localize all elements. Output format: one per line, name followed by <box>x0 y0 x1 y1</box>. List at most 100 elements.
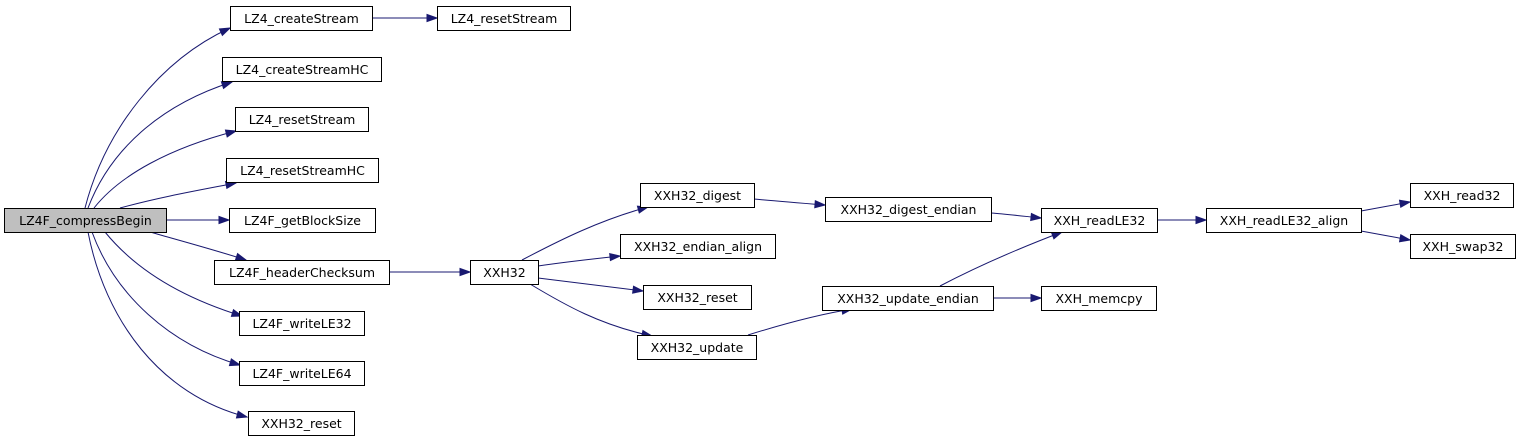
node-lz4-resetstream-b[interactable]: LZ4_resetStream <box>235 107 369 132</box>
node-xxh32-endian-align[interactable]: XXH32_endian_align <box>620 234 776 259</box>
node-label: LZ4_createStreamHC <box>236 62 369 77</box>
node-label: LZ4_resetStreamHC <box>240 163 365 178</box>
node-lz4f-headerchecksum[interactable]: LZ4F_headerChecksum <box>214 260 390 285</box>
node-label: LZ4F_writeLE32 <box>252 316 351 331</box>
node-label: XXH_memcpy <box>1055 291 1143 306</box>
edge-line <box>91 231 241 366</box>
node-label: XXH32 <box>483 265 525 280</box>
arrowhead-icon <box>814 199 827 209</box>
node-label: XXH_readLE32 <box>1054 213 1146 228</box>
node-box[interactable] <box>214 260 390 285</box>
node-xxh-readle32-align[interactable]: XXH_readLE32_align <box>1206 208 1362 233</box>
edge-xxh_readle32_align-to-xxh_read32 <box>1360 199 1412 212</box>
node-box[interactable] <box>822 286 994 311</box>
edge-line <box>537 255 621 267</box>
edge-xxh32_update_endian-to-xxh_memcpy <box>993 293 1043 303</box>
node-lz4-createstream[interactable]: LZ4_createStream <box>230 6 373 31</box>
node-xxh32-update[interactable]: XXH32_update <box>637 335 757 360</box>
node-label: LZ4_resetStream <box>451 11 558 26</box>
node-label: XXH_read32 <box>1424 188 1501 203</box>
node-lz4-resetstream-a[interactable]: LZ4_resetStream <box>437 6 571 31</box>
node-box[interactable] <box>1041 286 1157 311</box>
edge-line <box>753 198 826 206</box>
arrowhead-icon <box>1030 212 1043 222</box>
node-box[interactable] <box>4 208 167 233</box>
edge-xxh32_digest_endian-to-xxh_readle32 <box>990 212 1043 222</box>
node-box[interactable] <box>470 260 539 285</box>
node-label: LZ4F_compressBegin <box>19 213 152 228</box>
node-xxh32-digest-endian[interactable]: XXH32_digest_endian <box>825 197 992 222</box>
edge-line <box>84 27 231 209</box>
node-box[interactable] <box>1410 234 1516 259</box>
node-xxh-read32[interactable]: XXH_read32 <box>1410 183 1514 208</box>
edge-xxh_readle32-to-xxh_readle32_align <box>1157 215 1208 225</box>
node-lz4f-getblocksize[interactable]: LZ4F_getBlockSize <box>229 208 376 233</box>
node-box[interactable] <box>643 285 752 310</box>
edge-line <box>537 277 644 292</box>
edge-lz4_createstream-to-lz4_resetstream_a <box>372 13 439 23</box>
node-box[interactable] <box>437 6 571 31</box>
arrowhead-icon <box>228 358 242 367</box>
arrowhead-icon <box>632 285 645 294</box>
node-box[interactable] <box>1410 183 1514 208</box>
node-xxh-memcpy[interactable]: XXH_memcpy <box>1041 286 1157 311</box>
node-box[interactable] <box>229 208 376 233</box>
arrowhead-icon <box>234 252 248 261</box>
node-lz4f-compressbegin[interactable]: LZ4F_compressBegin <box>4 208 167 233</box>
node-xxh-swap32[interactable]: XXH_swap32 <box>1410 234 1516 259</box>
node-label: LZ4_createStream <box>244 11 359 26</box>
node-lz4f-writele32[interactable]: LZ4F_writeLE32 <box>239 311 365 336</box>
edge-line <box>149 231 247 261</box>
arrowhead-icon <box>1398 234 1412 243</box>
node-lz4-resetstreamhc[interactable]: LZ4_resetStreamHC <box>226 158 379 183</box>
edge-xxh32-to-xxh32_endian_align <box>537 252 622 267</box>
node-box[interactable] <box>222 57 382 82</box>
node-box[interactable] <box>226 158 379 183</box>
node-box[interactable] <box>640 183 755 208</box>
node-label: XXH32_update_endian <box>837 291 979 306</box>
node-label: XXH32_digest_endian <box>841 202 977 217</box>
node-xxh32-digest[interactable]: XXH32_digest <box>640 183 755 208</box>
arrowhead-icon <box>1050 231 1064 240</box>
node-box[interactable] <box>235 107 369 132</box>
node-box[interactable] <box>1206 208 1362 233</box>
edge-lz4f_headerchecksum-to-xxh32 <box>389 267 472 277</box>
edge-xxh32-to-xxh32_reset_b <box>537 277 645 294</box>
node-box[interactable] <box>239 361 365 386</box>
arrowhead-icon <box>218 215 231 225</box>
node-box[interactable] <box>825 197 992 222</box>
edge-line <box>87 81 233 209</box>
node-box[interactable] <box>637 335 757 360</box>
node-lz4f-writele64[interactable]: LZ4F_writeLE64 <box>239 361 365 386</box>
edge-lz4f_compressbegin-to-xxh32_reset_a <box>87 231 249 419</box>
edge-line <box>87 231 248 418</box>
arrowhead-icon <box>609 252 622 262</box>
node-box[interactable] <box>1041 208 1158 233</box>
edge-line <box>521 206 649 261</box>
node-box[interactable] <box>239 311 365 336</box>
node-box[interactable] <box>230 6 373 31</box>
node-label: XXH_swap32 <box>1422 239 1503 254</box>
node-xxh32-reset-b[interactable]: XXH32_reset <box>643 285 752 310</box>
node-xxh-readle32[interactable]: XXH_readLE32 <box>1041 208 1158 233</box>
edge-line <box>104 231 243 317</box>
node-label: XXH32_digest <box>654 188 741 203</box>
edge-line <box>939 231 1063 287</box>
arrowhead-icon <box>1398 199 1412 208</box>
edge-line <box>747 308 853 336</box>
edge-xxh32_digest-to-xxh32_digest_endian <box>753 198 827 209</box>
arrowhead-icon <box>235 410 249 419</box>
node-xxh32-reset-a[interactable]: XXH32_reset <box>248 411 355 436</box>
node-label: LZ4F_getBlockSize <box>244 213 361 228</box>
node-box[interactable] <box>620 234 776 259</box>
edge-lz4f_compressbegin-to-lz4_resetstream_b <box>93 129 238 209</box>
node-xxh32[interactable]: XXH32 <box>470 260 539 285</box>
node-xxh32-update-endian[interactable]: XXH32_update_endian <box>822 286 994 311</box>
edge-line <box>529 283 653 337</box>
edge-lz4f_compressbegin-to-lz4_resetstreamhc <box>119 180 238 209</box>
edge-lz4f_compressbegin-to-lz4f_headerchecksum <box>149 231 248 261</box>
node-lz4-createstreamhc[interactable]: LZ4_createStreamHC <box>222 57 382 82</box>
node-box[interactable] <box>248 411 355 436</box>
node-label: LZ4F_writeLE64 <box>252 366 351 381</box>
